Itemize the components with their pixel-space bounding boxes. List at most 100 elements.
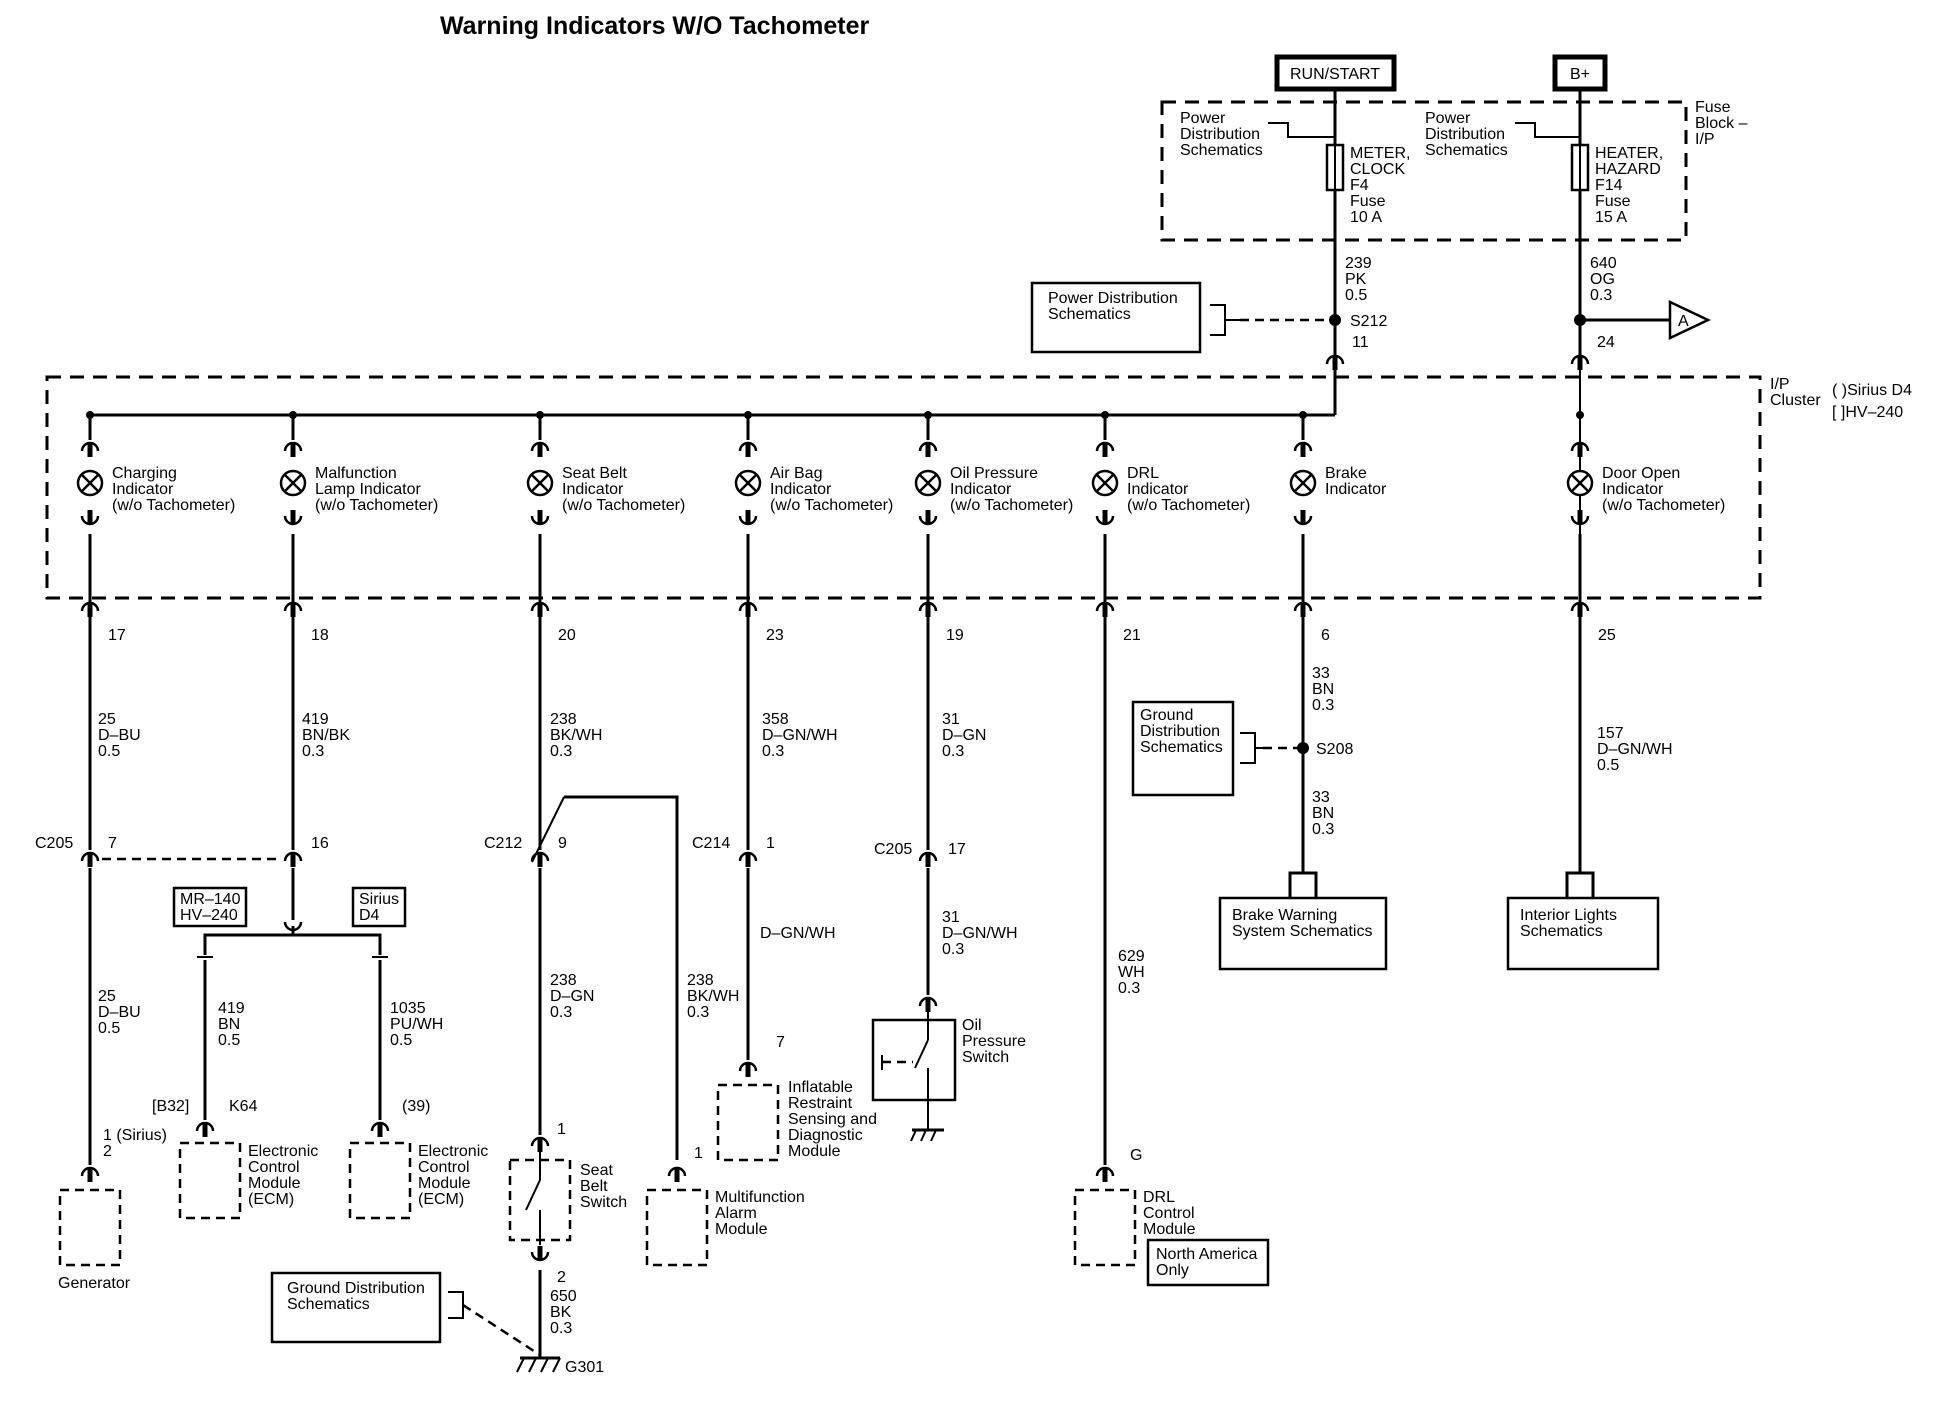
power-dist-ref-box [1030,281,1202,354]
bulb-icon [734,469,762,497]
gen-pin-label: 2 [103,1143,112,1160]
wire-line: 0.3 [1312,697,1334,714]
drl-line: Module [1143,1221,1196,1238]
cluster-pin-label: 17 [108,627,126,644]
fuse-line: Fuse [1595,193,1631,210]
pin-11-label: 11 [1352,334,1369,351]
option-mr140-box [172,886,248,928]
sbs-line: Belt [580,1178,608,1195]
ref-line: Distribution [1425,126,1505,143]
oil-switch-label: Oil Pressure Switch [962,1017,1026,1066]
indicator-socket-top [82,443,98,457]
wire-358-label: 358 D–GN/WH 0.3 [762,711,838,760]
airbag-module-connector [740,1063,756,1077]
run-start-label: RUN/START [1290,66,1380,83]
wire-line: 0.3 [302,743,324,760]
indicator-label-line: Oil Pressure [950,465,1038,482]
ground-ref-link [462,1303,541,1357]
wire-line: D–GN/WH [1597,741,1673,758]
wire-line: 0.3 [1118,980,1140,997]
sbs-line: Seat [580,1162,613,1179]
c214-label: C214 [692,835,730,852]
wire-line: BN/BK [302,727,350,744]
ecm-b-connector [372,1123,388,1137]
north-america-box [1146,1238,1270,1287]
cluster-pin-label: 23 [766,627,784,644]
wire-line: 0.3 [1590,287,1612,304]
ground-g301-symbol [516,1356,561,1373]
seat-belt-switch-label: Seat Belt Switch [580,1162,627,1211]
c212-label: C212 [484,835,522,852]
fuse-block-outline [1160,100,1688,242]
airbag-module-box [716,1083,780,1162]
ref-line: Schematics [1520,923,1603,940]
ref-line: Schematics [1180,142,1263,159]
wire-line: 0.3 [942,743,964,760]
ref-line: Schematics [1048,306,1131,323]
ground-g301-label: G301 [565,1359,604,1376]
wire-line: 0.3 [550,743,572,760]
sbs-line: Switch [580,1194,627,1211]
indicator-label-line: Malfunction [315,465,397,482]
drl-line: DRL [1143,1189,1175,1206]
wire-line: 0.3 [550,1320,572,1337]
ref-line: Schematics [1140,739,1223,756]
ecm-line: Control [248,1159,300,1176]
ref-line: Power [1425,110,1471,127]
wire-line: BK [550,1304,572,1321]
wire-33-top-label: 33 BN 0.3 [1312,665,1334,714]
wire-line: 0.3 [687,1004,709,1021]
ecm-line: (ECM) [248,1191,294,1208]
wire-line: 157 [1597,725,1624,742]
s212-ref-bracket [1210,304,1226,336]
indicator-socket-bottom [532,510,548,524]
fuse-f4-label: METER, CLOCK F4 Fuse 10 A [1350,145,1410,226]
mf-line: Alarm [715,1205,757,1222]
ground-hatch [516,1357,525,1373]
ecm-line: Electronic [418,1143,488,1160]
wire-31-bot-label: 31 D–GN/WH 0.3 [942,909,1018,958]
fuse-ref-bracket-right [1515,122,1580,138]
fuse-line: 10 A [1350,209,1382,226]
oil-switch-line: Oil [962,1017,982,1034]
option-sirius-line: D4 [359,907,380,924]
fuse-block-line: Fuse [1695,99,1731,116]
airbag-line: Inflatable [788,1079,853,1096]
indicator-label-line: Seat Belt [562,465,627,482]
wire-line: 33 [1312,665,1330,682]
cluster-pin-label: 19 [946,627,964,644]
cluster-pin-label: 21 [1123,627,1141,644]
bus-junction-dot [744,411,752,419]
fuse-line: HEATER, [1595,145,1663,162]
fuse-line: METER, [1350,145,1410,162]
c212-jumper [531,796,565,863]
bulb-icon [1566,469,1594,497]
c212-pin: 9 [558,835,567,852]
offpage-a-label: A [1678,313,1689,330]
wire-25-top-label: 25 D–BU 0.5 [98,711,141,760]
indicator-label-line: Indicator [1127,481,1189,498]
bulb-icon [914,469,942,497]
cluster-label: Cluster [1770,392,1821,409]
wire-157-label: 157 D–GN/WH 0.5 [1597,725,1673,774]
indicator-label-line: (w/o Tachometer) [562,497,685,514]
power-dist-ref-right: Power Distribution Schematics [1425,110,1508,159]
pin-11-connector [1327,356,1343,370]
bulb-icon [76,469,104,497]
s208-ref-bracket [1240,732,1256,764]
fuse-f14-label: HEATER, HAZARD F14 Fuse 15 A [1595,145,1663,226]
c205-7-connector [82,853,98,867]
ref-line: Schematics [1425,142,1508,159]
bus-junction-dot [1101,411,1109,419]
brake-warning-ref-box [1218,896,1388,971]
ecm-line: Module [248,1175,301,1192]
option-sirius-box [351,886,407,928]
ref-line: Schematics [287,1296,370,1313]
bulb-icon [279,469,307,497]
fuse-line: CLOCK [1350,161,1405,178]
c214-pin: 1 [766,835,775,852]
generator-label: Generator [58,1275,131,1292]
mf-line: Multifunction [715,1189,805,1206]
